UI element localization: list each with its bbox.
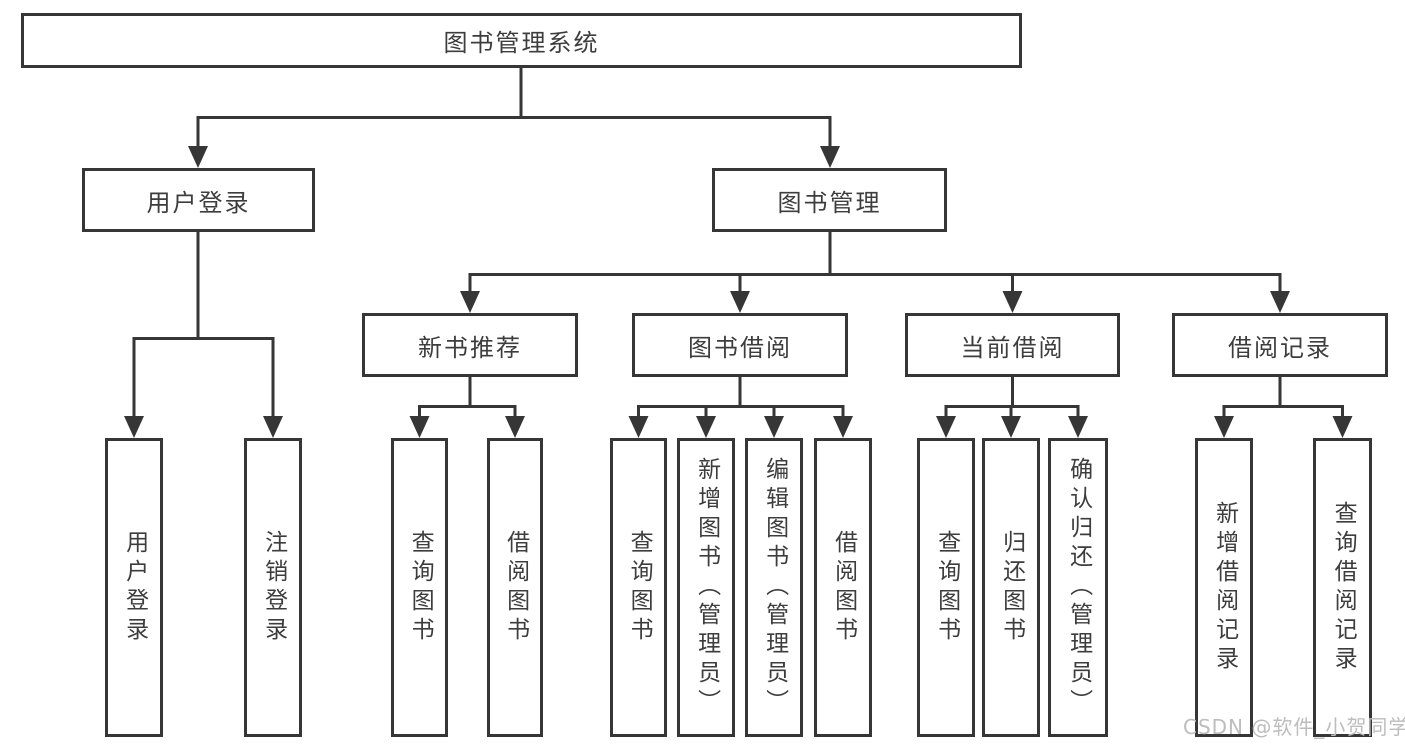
node-book-borrowing: 图书借阅	[632, 313, 848, 377]
leaf-edit-book-admin: 编辑图书（管理员）	[745, 438, 803, 737]
node-book-management: 图书管理	[712, 168, 947, 232]
leaf-add-book-admin: 新增图书（管理员）	[677, 438, 735, 737]
leaf-user-login: 用户登录	[105, 438, 163, 737]
node-library-management-system: 图书管理系统	[21, 13, 1022, 68]
leaf-return-book: 归还图书	[982, 438, 1040, 737]
leaf-query-books-current: 查询图书	[917, 438, 975, 737]
connector-edges	[132, 68, 1344, 421]
node-new-book-recommendation: 新书推荐	[362, 313, 578, 377]
leaf-add-borrow-record: 新增借阅记录	[1195, 438, 1253, 737]
node-user-login: 用户登录	[82, 168, 315, 232]
leaf-query-books-borrowing: 查询图书	[610, 438, 667, 737]
node-current-borrowing: 当前借阅	[905, 313, 1120, 377]
leaf-borrow-books-recommend: 借阅图书	[487, 438, 543, 737]
leaf-confirm-return-admin: 确认归还（管理员）	[1048, 438, 1108, 737]
leaf-borrow-books-borrowing: 借阅图书	[814, 438, 872, 737]
leaf-query-books-recommend: 查询图书	[391, 438, 448, 737]
leaf-logout: 注销登录	[244, 438, 302, 737]
arrowhead-icons	[124, 146, 1353, 438]
node-borrowing-records: 借阅记录	[1172, 313, 1388, 377]
csdn-watermark: CSDN @软件_小贺同学	[1183, 715, 1405, 739]
leaf-query-borrow-record: 查询借阅记录	[1313, 438, 1372, 737]
